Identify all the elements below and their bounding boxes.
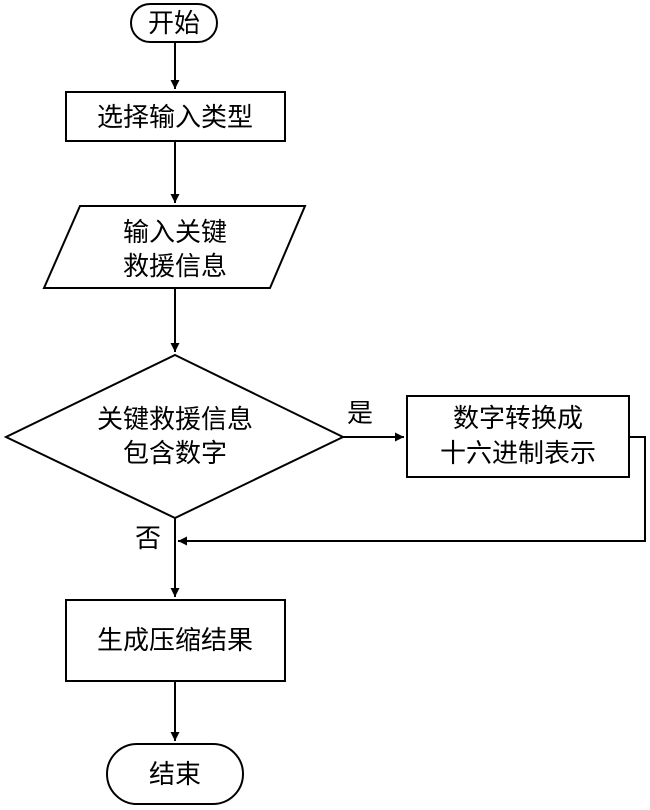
end-label: 结束 [149, 760, 201, 790]
start-label: 开始 [148, 9, 200, 39]
decision-node: 关键救援信息 包含数字 [3, 353, 346, 520]
yes-label: 是 [347, 399, 373, 429]
start-node: 开始 [130, 3, 218, 43]
decision-line-2: 包含数字 [123, 439, 227, 469]
no-label: 否 [135, 524, 161, 554]
generate-node: 生成压缩结果 [65, 599, 286, 682]
input-info-line-1: 输入关键 [123, 218, 227, 248]
convert-line-1: 数字转换成 [453, 404, 583, 434]
select-type-label: 选择输入类型 [97, 103, 253, 133]
input-info-line-2: 救援信息 [123, 252, 227, 282]
convert-line-2: 十六进制表示 [440, 439, 596, 469]
decision-line-1: 关键救援信息 [97, 405, 253, 435]
convert-node: 数字转换成 十六进制表示 [406, 395, 630, 478]
generate-label: 生成压缩结果 [97, 626, 253, 656]
select-type-node: 选择输入类型 [65, 91, 286, 142]
input-info-node: 输入关键 救援信息 [42, 205, 307, 289]
arrow-convert-return [178, 436, 646, 546]
end-node: 结束 [106, 743, 244, 805]
